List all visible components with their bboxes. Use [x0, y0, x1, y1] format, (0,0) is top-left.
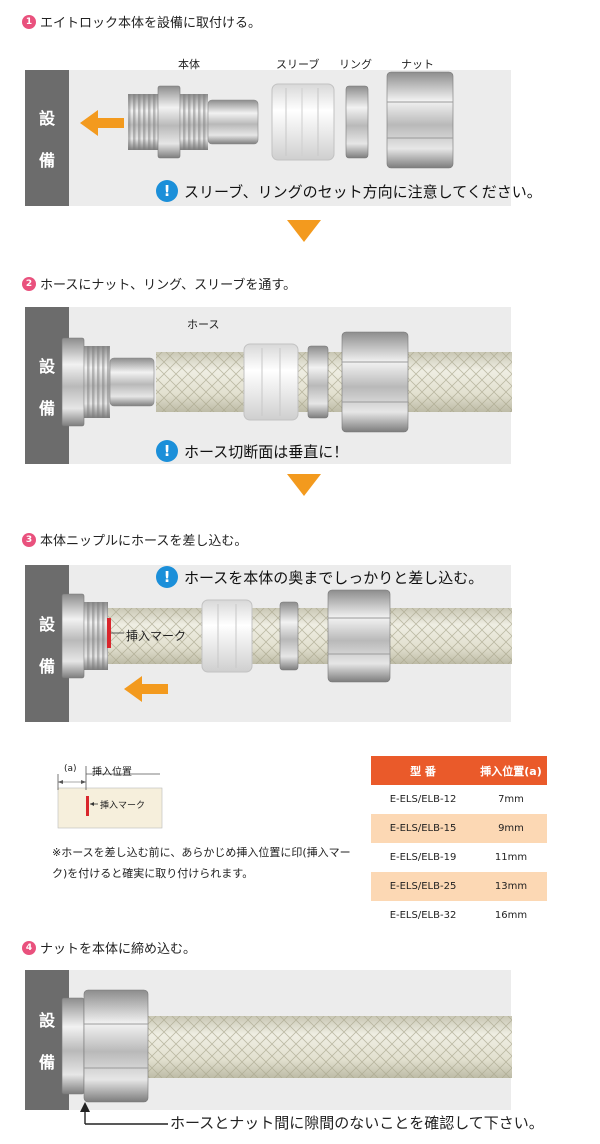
table-row: E-ELS/ELB-12 7mm	[371, 785, 547, 814]
step1-title-text: エイトロック本体を設備に取付ける。	[40, 16, 262, 31]
step4-number-badge: 4	[22, 940, 36, 955]
exclamation-icon: !	[156, 180, 178, 202]
insertion-note: ※ホースを差し込む前に、あらかじめ挿入位置に印(挿入マーク)を付けると確実に取り…	[52, 846, 351, 880]
wall-label-1: 設	[38, 109, 55, 128]
wall-label-1: 設	[38, 356, 55, 376]
sleeve-part	[271, 83, 335, 161]
step1-equipment-wall: 設 備	[25, 70, 69, 206]
down-arrow-icon	[287, 474, 321, 496]
step2-notice: ! ホース切断面は垂直に！	[156, 440, 348, 462]
step3-notice-text: ホースを本体の奥までしっかりと差し込む。	[184, 568, 484, 587]
step2-assembly-illustration	[61, 331, 512, 433]
header-model: 型 番	[371, 756, 475, 785]
exclamation-icon: !	[156, 440, 178, 462]
step1-notice: ! スリーブ、リングのセット方向に注意してください。	[156, 180, 542, 202]
inset-position-label: 挿入位置	[92, 767, 132, 778]
cell-model: E-ELS/ELB-15	[371, 814, 475, 843]
cell-position: 13mm	[475, 872, 547, 901]
ring-part	[345, 85, 369, 159]
cell-position: 11mm	[494, 852, 528, 863]
step4-title: 4 ナットを本体に締め込む。	[22, 938, 196, 957]
part-label-sleeve: スリーブ	[276, 58, 320, 71]
part-label-body: 本体	[178, 58, 200, 71]
spec-table-header: 型 番 挿入位置(a)	[371, 756, 547, 785]
table-row: E-ELS/ELB-32 16mm	[371, 901, 547, 930]
step4-title-text: ナットを本体に締め込む。	[40, 942, 197, 957]
spec-table: 型 番 挿入位置(a) E-ELS/ELB-12 7mm E-ELS/ELB-1…	[371, 756, 547, 930]
wall-label-2: 備	[38, 398, 55, 418]
step1-title: 1 エイトロック本体を設備に取付ける。	[22, 12, 261, 31]
step1-number-badge: 1	[22, 14, 36, 29]
insertion-position-inset	[57, 766, 163, 829]
step3-title-text: 本体ニップルにホースを差し込む。	[40, 534, 248, 549]
cell-model: E-ELS/ELB-32	[389, 910, 457, 921]
body-fitting-part	[128, 85, 259, 159]
table-row: E-ELS/ELB-19 11mm	[371, 843, 547, 872]
step2-title-text: ホースにナット、リング、スリーブを通す。	[40, 278, 297, 293]
part-label-nut: ナット	[401, 58, 434, 71]
part-label-ring: リング	[339, 58, 372, 71]
cell-model: E-ELS/ELB-12	[389, 794, 457, 805]
step2-equipment-wall: 設 備	[25, 307, 69, 464]
cell-position: 7mm	[498, 794, 524, 805]
step3-equipment-wall: 設 備	[25, 565, 69, 722]
insertion-mark-label: 挿入マーク	[126, 629, 187, 643]
inset-mark-label: 挿入マーク	[100, 801, 146, 811]
step3-notice: ! ホースを本体の奥までしっかりと差し込む。	[156, 566, 483, 588]
header-insert-position: 挿入位置(a)	[475, 756, 547, 785]
left-arrow-icon	[80, 110, 124, 136]
nut-part	[386, 71, 454, 169]
cell-position: 16mm	[494, 910, 528, 921]
step4-equipment-wall: 設 備	[25, 970, 69, 1110]
down-arrow-icon	[287, 220, 321, 242]
step2-notice-text: ホース切断面は垂直に！	[184, 442, 349, 461]
wall-label-2: 備	[38, 1053, 55, 1072]
table-row: E-ELS/ELB-15 9mm	[371, 814, 547, 843]
step1-notice-text: スリーブ、リングのセット方向に注意してください。	[184, 182, 542, 201]
wall-label-2: 備	[38, 656, 55, 676]
wall-label-2: 備	[38, 151, 55, 170]
exclamation-icon: !	[156, 566, 178, 588]
wall-label-1: 設	[38, 614, 55, 634]
cell-model: E-ELS/ELB-19	[389, 852, 457, 863]
step3-number-badge: 3	[22, 532, 36, 547]
step4-caption: ホースとナット間に隙間のないことを確認して下さい。	[170, 1114, 544, 1132]
hose-label: ホース	[187, 318, 220, 331]
left-arrow-icon	[124, 676, 168, 702]
wall-label-1: 設	[38, 1011, 55, 1030]
step3-assembly-illustration	[61, 589, 512, 683]
step2-title: 2 ホースにナット、リング、スリーブを通す。	[22, 274, 296, 293]
cell-model: E-ELS/ELB-25	[371, 872, 475, 901]
step4-assembly-illustration	[61, 989, 512, 1103]
callout-line	[80, 1102, 168, 1125]
cell-position: 9mm	[475, 814, 547, 843]
table-row: E-ELS/ELB-25 13mm	[371, 872, 547, 901]
step2-number-badge: 2	[22, 276, 36, 291]
inset-a-label: (a)	[64, 764, 77, 774]
step3-title: 3 本体ニップルにホースを差し込む。	[22, 530, 247, 549]
